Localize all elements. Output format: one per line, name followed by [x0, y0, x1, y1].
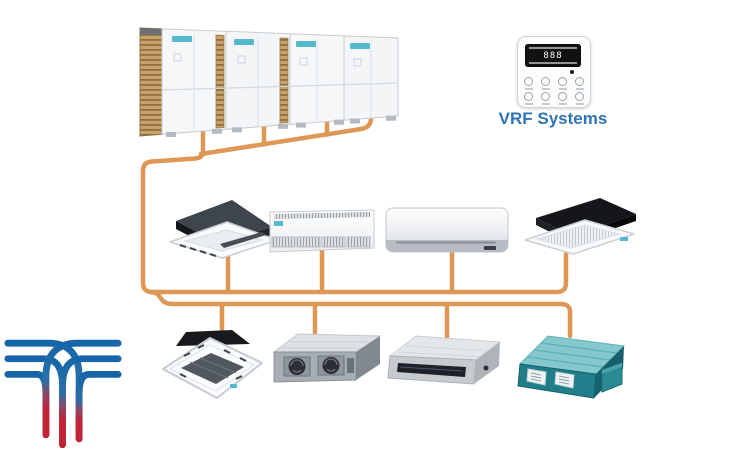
split-air-outlet: [396, 241, 496, 244]
cassette-vent-ticks: [179, 344, 247, 380]
indoor-unit-high-static-duct: [272, 333, 382, 383]
duct-fan-inlets: [283, 355, 345, 377]
duct-junction-box-top: [602, 363, 622, 374]
controller-button: [541, 92, 550, 101]
controller-button: [575, 77, 584, 86]
controller-button-row: [524, 77, 584, 86]
company-logo: [4, 339, 122, 449]
indoor-unit-ducted-packaged: [517, 335, 626, 399]
brand-label: [230, 384, 237, 388]
controller-lcd: 888: [525, 44, 581, 67]
split-display: [484, 246, 496, 250]
cassette-body-top: [176, 330, 250, 346]
cassette-vent-ticks: [179, 244, 217, 257]
cassette-grille: [534, 224, 622, 249]
vent-detail: [299, 57, 308, 66]
suspended-bottom-grille: [271, 236, 371, 248]
controller-button: [541, 77, 550, 86]
brand-label: [172, 36, 192, 42]
duct-side-face: [356, 336, 380, 380]
duct-top-ridges: [526, 342, 618, 368]
indoor-unit-wall-split: [385, 207, 509, 253]
brand-label: [274, 221, 283, 226]
vent-detail: [237, 55, 246, 64]
controller-button: [558, 77, 567, 86]
indoor-unit-ceiling-suspended: [269, 209, 375, 253]
unit-feet: [166, 115, 396, 137]
indoor-unit-four-way-cassette-2: [162, 330, 263, 399]
duct-air-slot: [397, 363, 466, 377]
indoor-unit-slim-duct: [387, 335, 502, 385]
controller-button: [524, 92, 533, 101]
panel-seam: [161, 82, 399, 91]
duct-top-ridges: [282, 341, 372, 349]
controller-sensor-dot: [570, 70, 574, 74]
controller-button: [575, 92, 584, 101]
outdoor-side-top: [140, 28, 162, 35]
controller-button: [558, 92, 567, 101]
cassette-body-top: [536, 198, 636, 236]
wired-controller: 888: [517, 36, 591, 108]
indoor-unit-one-way-cassette: [524, 198, 636, 255]
brand-label: [296, 41, 316, 47]
duct-side-face: [474, 342, 500, 384]
cassette-center-mesh: [181, 353, 244, 384]
vrf-systems-title: VRF Systems: [498, 109, 608, 128]
lcd-temperature-readout: 888: [543, 50, 563, 61]
duct-control-box: [347, 358, 354, 373]
logo-ribbons: [4, 339, 122, 449]
cassette-vent-slot: [220, 232, 266, 248]
split-highlight: [392, 211, 502, 214]
cassette-frame-line: [168, 344, 256, 392]
suspended-top-grille: [274, 212, 370, 219]
lower-bus-pipe: [147, 289, 573, 339]
cassette-mesh-lines: [189, 357, 237, 379]
duct-air-openings: [526, 368, 575, 389]
vent-detail: [353, 58, 362, 67]
brand-label: [620, 237, 628, 241]
controller-button-row: [524, 92, 584, 101]
outdoor-coil-louver: [279, 37, 289, 124]
outdoor-side-coil: [139, 27, 163, 137]
duct-slot-highlight: [399, 366, 464, 372]
cassette-grille-recess: [183, 229, 264, 252]
brand-label: [350, 43, 370, 49]
controller-button: [524, 77, 533, 86]
main-riser-and-upper-bus-pipe: [140, 125, 569, 295]
duct-top-ridges: [397, 345, 491, 358]
outdoor-coil-louver: [215, 34, 225, 129]
vent-detail: [173, 53, 182, 62]
duct-knob: [483, 365, 489, 371]
outdoor-unit-bank: [139, 27, 399, 137]
brand-label: [234, 39, 254, 45]
indoor-unit-four-way-cassette: [169, 200, 278, 259]
